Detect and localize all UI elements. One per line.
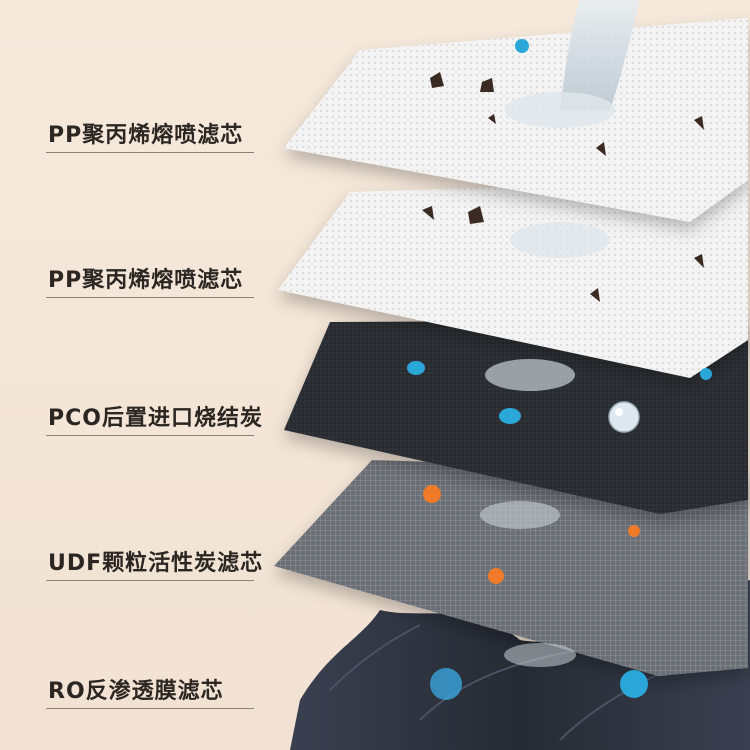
layer-label-udf: UDF颗粒活性炭滤芯 bbox=[48, 551, 264, 576]
udf-mesh-layer bbox=[274, 460, 748, 676]
layer-label-pco: PCO后置进口烧结炭 bbox=[48, 406, 263, 431]
label-underline bbox=[46, 708, 254, 709]
bacteria-icon bbox=[423, 485, 640, 584]
pp-sheet-lower bbox=[278, 180, 748, 378]
virus-icon bbox=[430, 668, 648, 700]
water-stream-icon bbox=[480, 0, 640, 667]
label-underline bbox=[46, 580, 254, 581]
impurity-particle-icon bbox=[422, 72, 704, 302]
particle-blue-icon bbox=[407, 39, 712, 424]
label-underline bbox=[46, 297, 254, 298]
label-underline bbox=[46, 435, 254, 436]
layer-label-pp-2: PP聚丙烯熔喷滤芯 bbox=[48, 268, 244, 293]
label-underline bbox=[46, 152, 254, 153]
layer-label-ro: RO反渗透膜滤芯 bbox=[48, 679, 224, 704]
water-droplet-icon bbox=[608, 401, 640, 433]
layer-label-pp-1: PP聚丙烯熔喷滤芯 bbox=[48, 123, 244, 148]
